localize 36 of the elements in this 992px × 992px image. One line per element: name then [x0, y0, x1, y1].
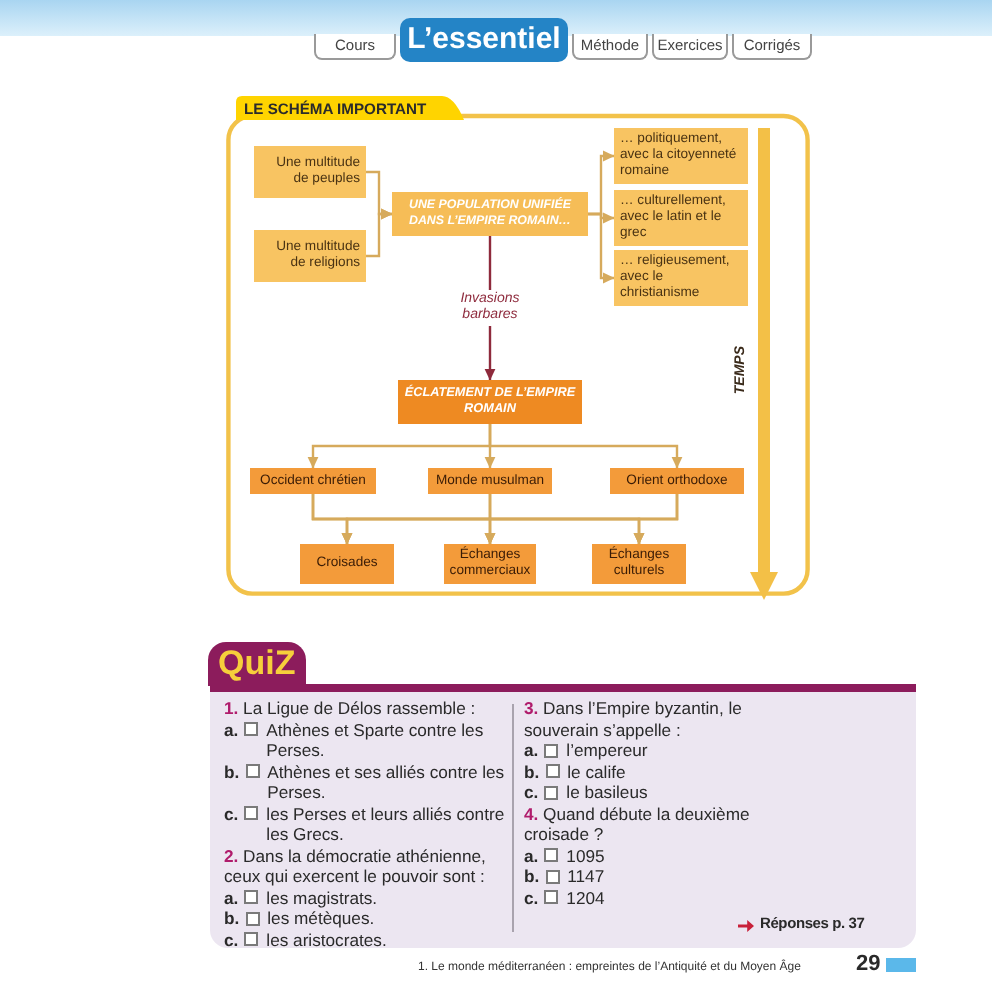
answer-option: le calife: [567, 761, 788, 782]
answer-option: Athènes et ses alliés contre les Perses.: [267, 761, 506, 803]
option-letter: c.: [524, 887, 539, 908]
answer-option: 1204: [566, 887, 788, 908]
option-letter: c.: [524, 782, 539, 803]
option-letter: a.: [524, 845, 539, 866]
option-letter: b.: [524, 761, 540, 782]
question-text: 3. Dans l’Empire byzantin, le souverain s’appelle :: [524, 698, 744, 740]
diagram-panel: [226, 96, 810, 596]
answer-option: 1095: [566, 845, 788, 866]
option-letter: a.: [524, 740, 539, 761]
answer-option: 1147: [567, 866, 788, 887]
arrow: [366, 208, 393, 258]
question-text: 1. La Ligue de Délos rassemble :: [224, 698, 478, 719]
answer-option: les magistrats.: [266, 887, 506, 908]
option-letter: b.: [524, 866, 540, 887]
page-number: 29: [856, 952, 881, 978]
answer-option: le basileus: [566, 782, 788, 803]
arrow: [488, 424, 683, 469]
option-letter: a.: [224, 887, 239, 908]
question-text: 4. Quand débute la deuxième croisade ?: [524, 803, 752, 845]
answer-option: les aristocrates.: [266, 929, 506, 950]
answer-option: les Perses et leurs alliés contre les Grecs.: [266, 803, 506, 845]
option-letter: b.: [224, 761, 240, 782]
arrow: [588, 212, 615, 284]
option-letter: b.: [224, 908, 240, 929]
option-letter: c.: [224, 929, 239, 950]
question-text: 2. Dans la démocratie athénienne, ceux qui exercent le pouvoir sont :: [224, 845, 488, 887]
option-letter: c.: [224, 803, 239, 824]
answer-option: les métèques.: [267, 908, 506, 929]
answer-option: Athènes et Sparte contre les Perses.: [266, 719, 506, 761]
tab: L’essentiel: [400, 18, 568, 62]
answer-option: l’empereur: [566, 740, 788, 761]
arrow: [633, 494, 679, 545]
quiz-heading: QuiZ: [208, 642, 306, 686]
option-letter: a.: [224, 719, 239, 740]
